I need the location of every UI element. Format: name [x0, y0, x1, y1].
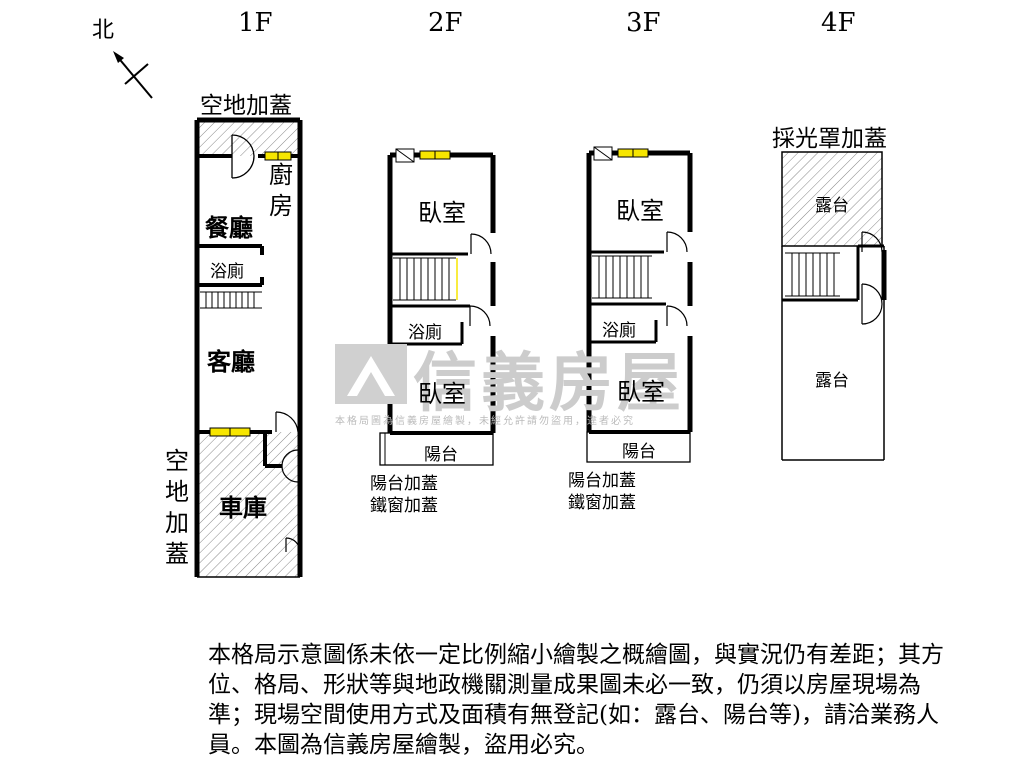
floor-1f-plan — [194, 117, 303, 578]
brand-logo-icon — [335, 344, 407, 404]
f1-top-addition-label: 空地加蓋 — [200, 93, 292, 119]
floor-title-3f: 3F — [626, 8, 661, 38]
f3-bedroom1-label: 臥室 — [616, 197, 664, 225]
floor-2f-plan — [379, 148, 496, 466]
f4-skylight-addition-label: 採光罩加蓋 — [772, 126, 887, 152]
f3-bedroom2-label: 臥室 — [617, 378, 665, 406]
north-arrow-icon — [113, 51, 153, 99]
f2-bedroom2-label: 臥室 — [418, 380, 466, 408]
f1-kitchen-label: 廚房 — [269, 161, 293, 220]
f2-balcony-label: 陽台 — [424, 445, 458, 465]
floor-title-4f: 4F — [821, 8, 856, 38]
f1-bath-label: 浴廁 — [210, 262, 244, 282]
floor-title-1f: 1F — [238, 8, 273, 38]
f3-note-iron-window: 鐵窗加蓋 — [568, 493, 636, 513]
f2-bedroom1-label: 臥室 — [418, 199, 466, 227]
f1-living-label: 客廳 — [207, 347, 255, 376]
f3-note-balcony-addition: 陽台加蓋 — [568, 471, 636, 491]
f1-side-addition-label: 空地加蓋 — [165, 447, 189, 568]
f4-terrace2-label: 露台 — [815, 371, 849, 391]
f2-note-iron-window: 鐵窗加蓋 — [370, 496, 438, 516]
f2-note-balcony-addition: 陽台加蓋 — [370, 474, 438, 494]
f3-balcony-label: 陽台 — [622, 442, 656, 462]
disclaimer-text: 本格局示意圖係未依一定比例縮小繪製之概繪圖，與實況仍有差距；其方位、格局、形狀等… — [208, 642, 944, 758]
floor-title-2f: 2F — [428, 8, 463, 38]
watermark-brand: 信義房屋 — [413, 347, 685, 421]
f1-dining-label: 餐廳 — [205, 213, 253, 242]
north-label: 北 — [92, 18, 115, 43]
watermark: 信義房屋 本格局圖為信義房屋繪製，未經允許請勿盜用，違者必究 — [333, 338, 693, 428]
f1-garage-label: 車庫 — [219, 493, 267, 522]
f3-bath-label: 浴廁 — [602, 321, 636, 341]
floor-4f-plan — [781, 151, 887, 461]
watermark-subtext: 本格局圖為信義房屋繪製，未經允許請勿盜用，違者必究 — [335, 416, 635, 427]
floor-3f-plan — [586, 146, 693, 463]
f2-bath-label: 浴廁 — [408, 323, 442, 343]
f4-terrace1-label: 露台 — [815, 196, 849, 216]
